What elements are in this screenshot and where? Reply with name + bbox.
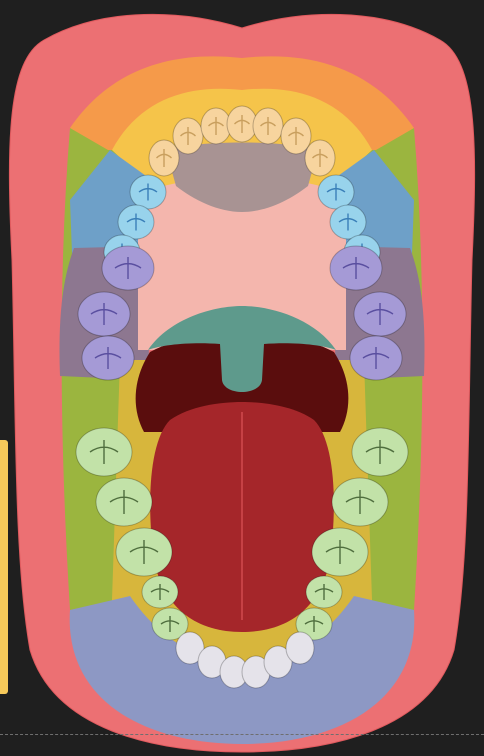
upper-molar xyxy=(350,336,402,380)
lower-molar xyxy=(76,428,132,476)
lower-molar xyxy=(352,428,408,476)
upper-premolar xyxy=(318,175,354,209)
upper-molar xyxy=(102,246,154,290)
lower-molar xyxy=(312,528,368,576)
dashed-divider xyxy=(0,734,484,735)
upper-molar xyxy=(82,336,134,380)
upper-premolar xyxy=(330,205,366,239)
lower-molar xyxy=(142,576,178,608)
lower-incisor xyxy=(286,632,314,664)
upper-incisor xyxy=(173,118,203,154)
upper-incisor xyxy=(253,108,283,144)
upper-premolar xyxy=(118,205,154,239)
upper-incisor xyxy=(305,140,335,176)
lower-molar xyxy=(332,478,388,526)
lower-molar xyxy=(96,478,152,526)
upper-incisor xyxy=(227,106,257,142)
lower-molar xyxy=(116,528,172,576)
upper-molar xyxy=(78,292,130,336)
side-panel-edge xyxy=(0,440,8,694)
upper-molar xyxy=(330,246,382,290)
lower-molar xyxy=(306,576,342,608)
upper-incisor xyxy=(149,140,179,176)
upper-premolar xyxy=(130,175,166,209)
upper-incisor xyxy=(281,118,311,154)
upper-incisor xyxy=(201,108,231,144)
upper-molar xyxy=(354,292,406,336)
